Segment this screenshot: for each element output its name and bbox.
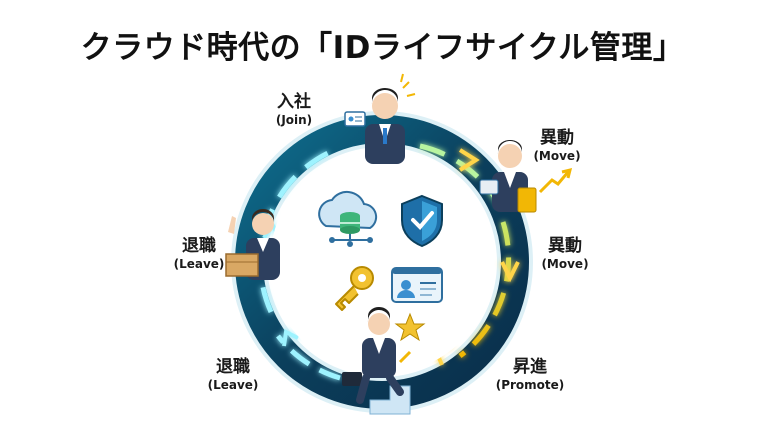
- arrow-icon: [282, 328, 299, 347]
- stage-en: (Leave): [207, 378, 259, 392]
- stage-label-promote: 昇進 (Promote): [482, 357, 578, 393]
- person-promote-illustration: [342, 307, 426, 415]
- stage-jp: 異動: [548, 236, 582, 256]
- person-join-illustration: [344, 73, 416, 164]
- stage-jp: 昇進: [513, 357, 547, 377]
- page-title: クラウド時代の「IDライフサイクル管理」: [80, 30, 685, 66]
- key-icon: [335, 266, 374, 311]
- stage-label-move-2: 異動 (Move): [528, 236, 602, 272]
- stage-jp: 退職: [216, 357, 250, 377]
- stage-en: (Join): [275, 113, 313, 127]
- id-card-icon: [391, 267, 443, 303]
- cloud-database-icon: [318, 190, 378, 247]
- stage-en: (Move): [533, 149, 581, 163]
- stage-label-move-1: 異動 (Move): [520, 128, 594, 164]
- arrow-icon: [500, 261, 520, 283]
- stage-label-join: 入社 (Join): [266, 92, 322, 128]
- stage-jp: 異動: [540, 128, 574, 148]
- person-move-illustration: [479, 140, 573, 213]
- stage-jp: 入社: [277, 92, 311, 112]
- stage-jp: 退職: [182, 236, 216, 256]
- person-leave-illustration: [225, 209, 280, 280]
- stage-en: (Promote): [495, 378, 565, 392]
- stage-en: (Move): [541, 257, 589, 271]
- stage-en: (Leave): [173, 257, 225, 271]
- arrow-icon: [458, 148, 480, 172]
- shield-check-icon: [401, 194, 443, 248]
- stage-label-leave-1: 退職 (Leave): [196, 357, 270, 393]
- stage-label-leave-2: 退職 (Leave): [162, 236, 236, 272]
